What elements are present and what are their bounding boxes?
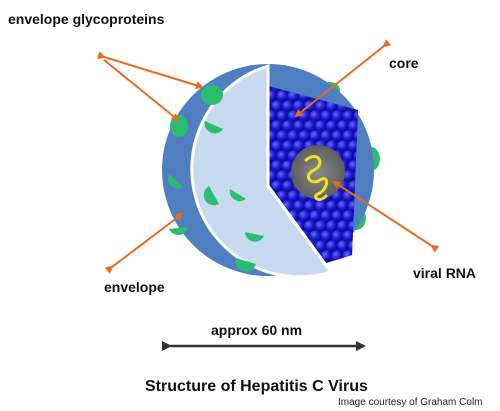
capsid-ball (320, 130, 333, 142)
capsid-ball (293, 200, 305, 212)
capsid-ball (353, 90, 358, 102)
capsid-ball (315, 200, 327, 212)
capsid-ball (276, 150, 289, 162)
capsid-ball (320, 110, 333, 122)
capsid-ball (331, 130, 344, 142)
capsid-ball (282, 100, 294, 112)
capsid-ball (271, 180, 283, 192)
label-envelope: envelope (104, 279, 165, 295)
capsid-ball (276, 190, 289, 202)
capsid-ball (331, 230, 344, 242)
capsid-ball (271, 100, 283, 112)
capsid-ball (337, 240, 349, 252)
capsid-ball (315, 220, 327, 232)
viral-rna-region (291, 145, 345, 199)
capsid-ball (282, 160, 294, 172)
capsid-ball (365, 250, 377, 262)
capsid-ball (342, 130, 355, 142)
viral-rna-strand (304, 155, 328, 201)
capsid-ball (348, 86, 358, 92)
envelope-surface (190, 63, 334, 279)
capsid-ball (359, 240, 371, 252)
capsid-ball (348, 120, 358, 132)
arrow-viral-rna (332, 180, 440, 253)
capsid-ball (342, 170, 355, 182)
capsid-ball (337, 140, 349, 152)
capsid-ball (271, 140, 283, 152)
capsid-ball (359, 100, 371, 112)
capsid-ball (293, 140, 305, 152)
capsid-ball (342, 110, 355, 122)
capsid-ball (365, 110, 377, 122)
capsid-ball (293, 120, 305, 132)
capsid-ball (348, 240, 358, 252)
capsid-ball (304, 120, 316, 132)
capsid-ball (282, 140, 294, 152)
capsid-ball (276, 90, 289, 102)
capsid-ball (342, 210, 355, 222)
capsid-ball (320, 230, 333, 242)
capsid-ball (320, 250, 333, 262)
capsid-ball (337, 200, 349, 212)
capsid-ball (331, 210, 344, 222)
capsid-ball (337, 220, 349, 232)
capsid-ball (337, 120, 349, 132)
capsid-ball (271, 120, 283, 132)
glycoprotein-spikes (168, 85, 264, 272)
capsid-ball (320, 210, 333, 222)
capsid-ball (315, 240, 327, 252)
capsid-ball (276, 130, 289, 142)
capsid-ball (342, 150, 355, 162)
capsid-ball (342, 230, 355, 242)
capsid-ball (287, 190, 300, 202)
capsid-ball (331, 110, 344, 122)
label-scale: approx 60 nm (211, 322, 303, 338)
capsid-ball (309, 230, 322, 242)
capsid-ball (309, 210, 322, 222)
capsid-ball (282, 180, 294, 192)
capsid-ball (353, 130, 358, 142)
capsid-ball (271, 160, 283, 172)
capsid-ball (282, 120, 294, 132)
capsid-ball (365, 90, 377, 102)
image-credit: Image courtesy of Graham Colm (338, 397, 483, 408)
capsid-ball (342, 250, 355, 262)
capsid-ball (353, 230, 358, 242)
capsid-ball (304, 200, 316, 212)
capsid-ball (309, 130, 322, 142)
label-viral-rna: viral RNA (413, 265, 477, 281)
capsid-ball (287, 130, 300, 142)
capsid-ball (365, 210, 377, 222)
arrow-core (294, 39, 392, 118)
label-envelope-glycoproteins: envelope glycoproteins (8, 11, 165, 27)
capsid-ball (276, 170, 289, 182)
capsid-ball (298, 210, 311, 222)
capsid-ball (326, 220, 338, 232)
arrow-envelope (104, 212, 184, 274)
capsid-ball (353, 250, 358, 262)
capsid-ball (331, 250, 344, 262)
arrow-glyco-upper (97, 51, 204, 90)
capsid-ball (309, 110, 322, 122)
capsid-ball (298, 130, 311, 142)
capsid-ball (326, 200, 338, 212)
arrow-glyco-lower (103, 59, 180, 122)
capsid-ball (276, 110, 289, 122)
capsid-ball (326, 120, 338, 132)
pointer-arrows (97, 39, 440, 274)
capsid-ball (304, 220, 316, 232)
capsid-ball (315, 100, 327, 112)
label-core: core (389, 55, 419, 71)
capsid-ball (315, 120, 327, 132)
diagram-title: Structure of Hepatitis C Virus (145, 378, 368, 395)
capsid-ball (326, 240, 338, 252)
capsid-ball (365, 230, 377, 242)
capsid-ball (359, 80, 371, 92)
